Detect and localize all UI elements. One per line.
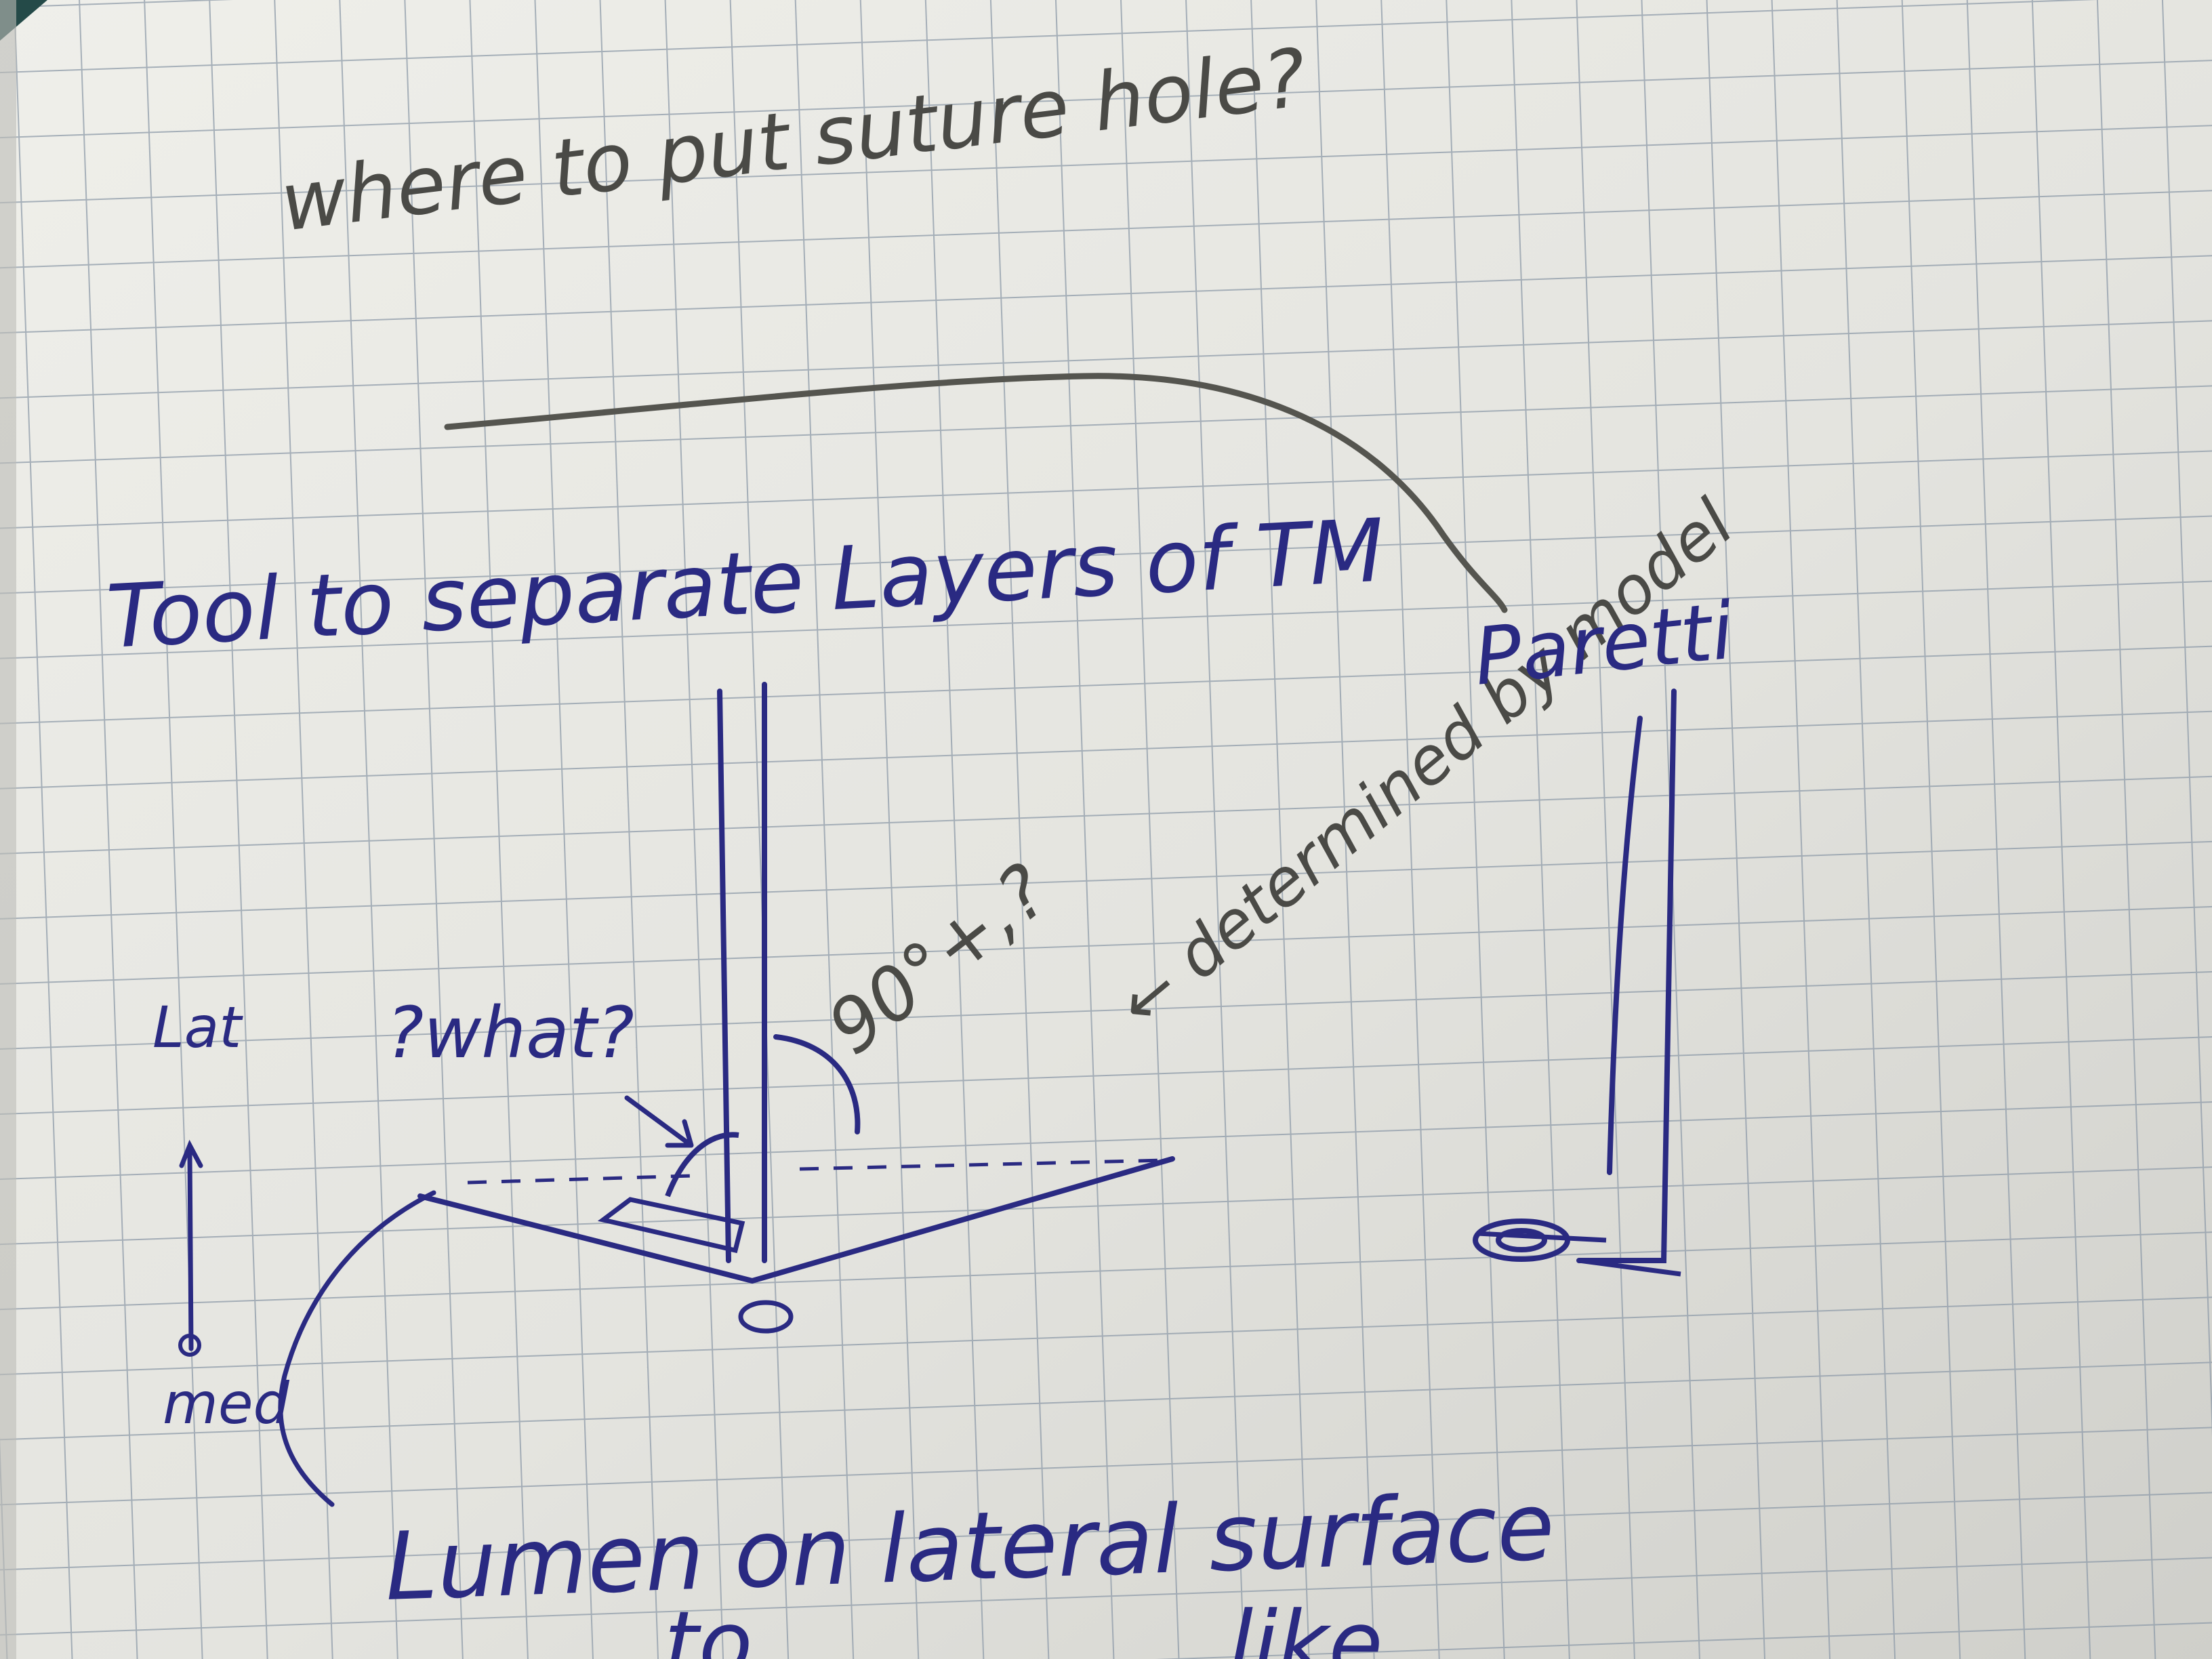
what-label: ?what?: [386, 991, 634, 1074]
page-edge: [0, 0, 16, 1659]
base-plane: [417, 1156, 1175, 1284]
tool-shaft: [717, 682, 767, 1263]
dashed-plane: [467, 1158, 1166, 1185]
right-instrument: [1576, 689, 1677, 1263]
pivot-hole: [738, 1300, 794, 1334]
curve-stroke: [444, 373, 1508, 613]
axis-end-dot: [178, 1334, 201, 1357]
what-arrow: [624, 1095, 694, 1148]
tool-hook: [665, 1132, 739, 1197]
lat-med-axis: [179, 1139, 203, 1351]
leader-curve: [278, 1190, 436, 1507]
right-hole-outer: [1473, 1218, 1570, 1262]
tool-tip: [597, 1197, 745, 1254]
bottom-partial-text: to ... ... ... ... like: [664, 1592, 1383, 1659]
right-hole-inner: [1496, 1228, 1547, 1252]
lat-label: Lat: [152, 994, 243, 1061]
med-label: med: [163, 1370, 290, 1437]
angle-arc: [773, 1034, 861, 1134]
